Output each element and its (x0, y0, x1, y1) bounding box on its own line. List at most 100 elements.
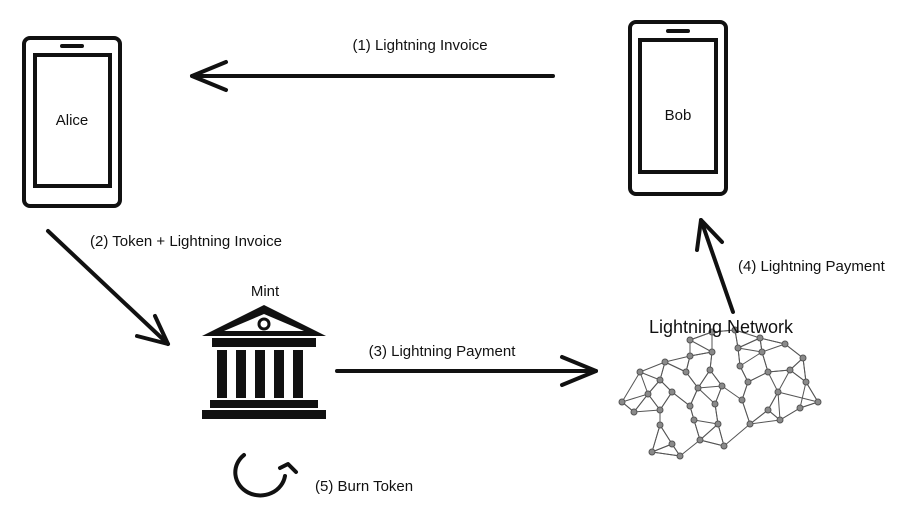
network-edge (723, 423, 751, 447)
network-edge (721, 385, 743, 401)
network-edge (659, 424, 673, 445)
network-edge (621, 371, 641, 403)
network-node (714, 420, 722, 428)
step2-label: (2) Token + Lightning Invoice (90, 233, 282, 250)
network-node (708, 348, 716, 356)
network-edge (651, 451, 681, 457)
network-edge (639, 361, 666, 373)
network-edge (777, 391, 819, 403)
network-node (690, 416, 698, 424)
network-edge (767, 369, 791, 373)
network-node (656, 376, 664, 384)
network-node (696, 436, 704, 444)
bob-phone: Bob (628, 20, 728, 196)
network-edge (633, 409, 661, 413)
network-edge (711, 329, 736, 333)
network-node (636, 368, 644, 376)
network-node (796, 404, 804, 412)
network-edge (717, 423, 725, 447)
network-node (686, 352, 694, 360)
network-edge (741, 399, 751, 425)
network-node (802, 378, 810, 386)
network-edge (699, 439, 725, 447)
network-edge (799, 381, 807, 409)
network-edge (664, 355, 691, 363)
network-edge (761, 343, 786, 353)
network-edge (639, 371, 661, 381)
lightning-network-graph (618, 326, 822, 460)
network-edge (779, 407, 801, 421)
network-edge (739, 351, 763, 367)
network-node (774, 388, 782, 396)
bob-label: Bob (665, 107, 692, 124)
network-edge (651, 443, 673, 453)
network-edge (747, 371, 769, 383)
network-edge (737, 347, 763, 353)
network-edge (697, 387, 716, 405)
network-node (736, 362, 744, 370)
network-edge (697, 385, 723, 389)
network-edge (639, 371, 649, 395)
network-edge (633, 393, 649, 413)
network-edge (777, 391, 781, 421)
network-node (776, 416, 784, 424)
network-edge (664, 361, 687, 373)
network-node (676, 452, 684, 460)
network-node (618, 398, 626, 406)
step5-label: (5) Burn Token (315, 478, 413, 495)
network-node (706, 366, 714, 374)
network-node (694, 384, 702, 392)
network-node (682, 368, 690, 376)
network-edge (784, 343, 804, 359)
network-node (799, 354, 807, 362)
network-node (781, 340, 789, 348)
network-edge (699, 423, 719, 441)
network-node (668, 388, 676, 396)
mint-bank-icon: Mint (202, 283, 326, 419)
network-edge (749, 419, 781, 425)
alice-label: Alice (56, 112, 89, 129)
network-node (738, 396, 746, 404)
network-node (630, 408, 638, 416)
arrow-lightning-invoice (190, 60, 555, 92)
network-node (814, 398, 822, 406)
network-node (764, 368, 772, 376)
network-edge (759, 337, 786, 345)
burn-token-cycle-icon (233, 453, 298, 498)
network-edge (767, 371, 779, 393)
network-edge (689, 339, 713, 353)
step4-label: (4) Lightning Payment (738, 258, 886, 275)
network-edge (805, 381, 819, 403)
network-node (758, 348, 766, 356)
network-node (764, 406, 772, 414)
network-edge (659, 391, 673, 411)
network-node (648, 448, 656, 456)
arrow-network-payment (695, 218, 735, 314)
step1-label: (1) Lightning Invoice (352, 37, 487, 54)
network-edge (651, 424, 661, 453)
step3-label: (3) Lightning Payment (369, 343, 517, 360)
network-edge (621, 393, 649, 403)
network-edge (693, 419, 719, 425)
network-node (744, 378, 752, 386)
network-node (731, 326, 739, 334)
mint-label: Mint (251, 283, 280, 300)
alice-phone: Alice (22, 36, 122, 208)
network-node (708, 328, 716, 336)
network-node (746, 420, 754, 428)
network-node (720, 442, 728, 450)
network-edge (689, 331, 713, 341)
network-node (686, 402, 694, 410)
network-node (756, 334, 764, 342)
network-edge (734, 329, 761, 339)
arrow-token-invoice (46, 229, 170, 346)
network-edge (802, 357, 807, 383)
network-node (661, 358, 669, 366)
network-edge (749, 409, 769, 425)
network-edge (671, 391, 691, 407)
network-node (644, 390, 652, 398)
network-edge (697, 369, 711, 389)
arrow-mint-payment (335, 355, 598, 387)
network-edge (777, 369, 791, 393)
network-edge (737, 337, 761, 349)
